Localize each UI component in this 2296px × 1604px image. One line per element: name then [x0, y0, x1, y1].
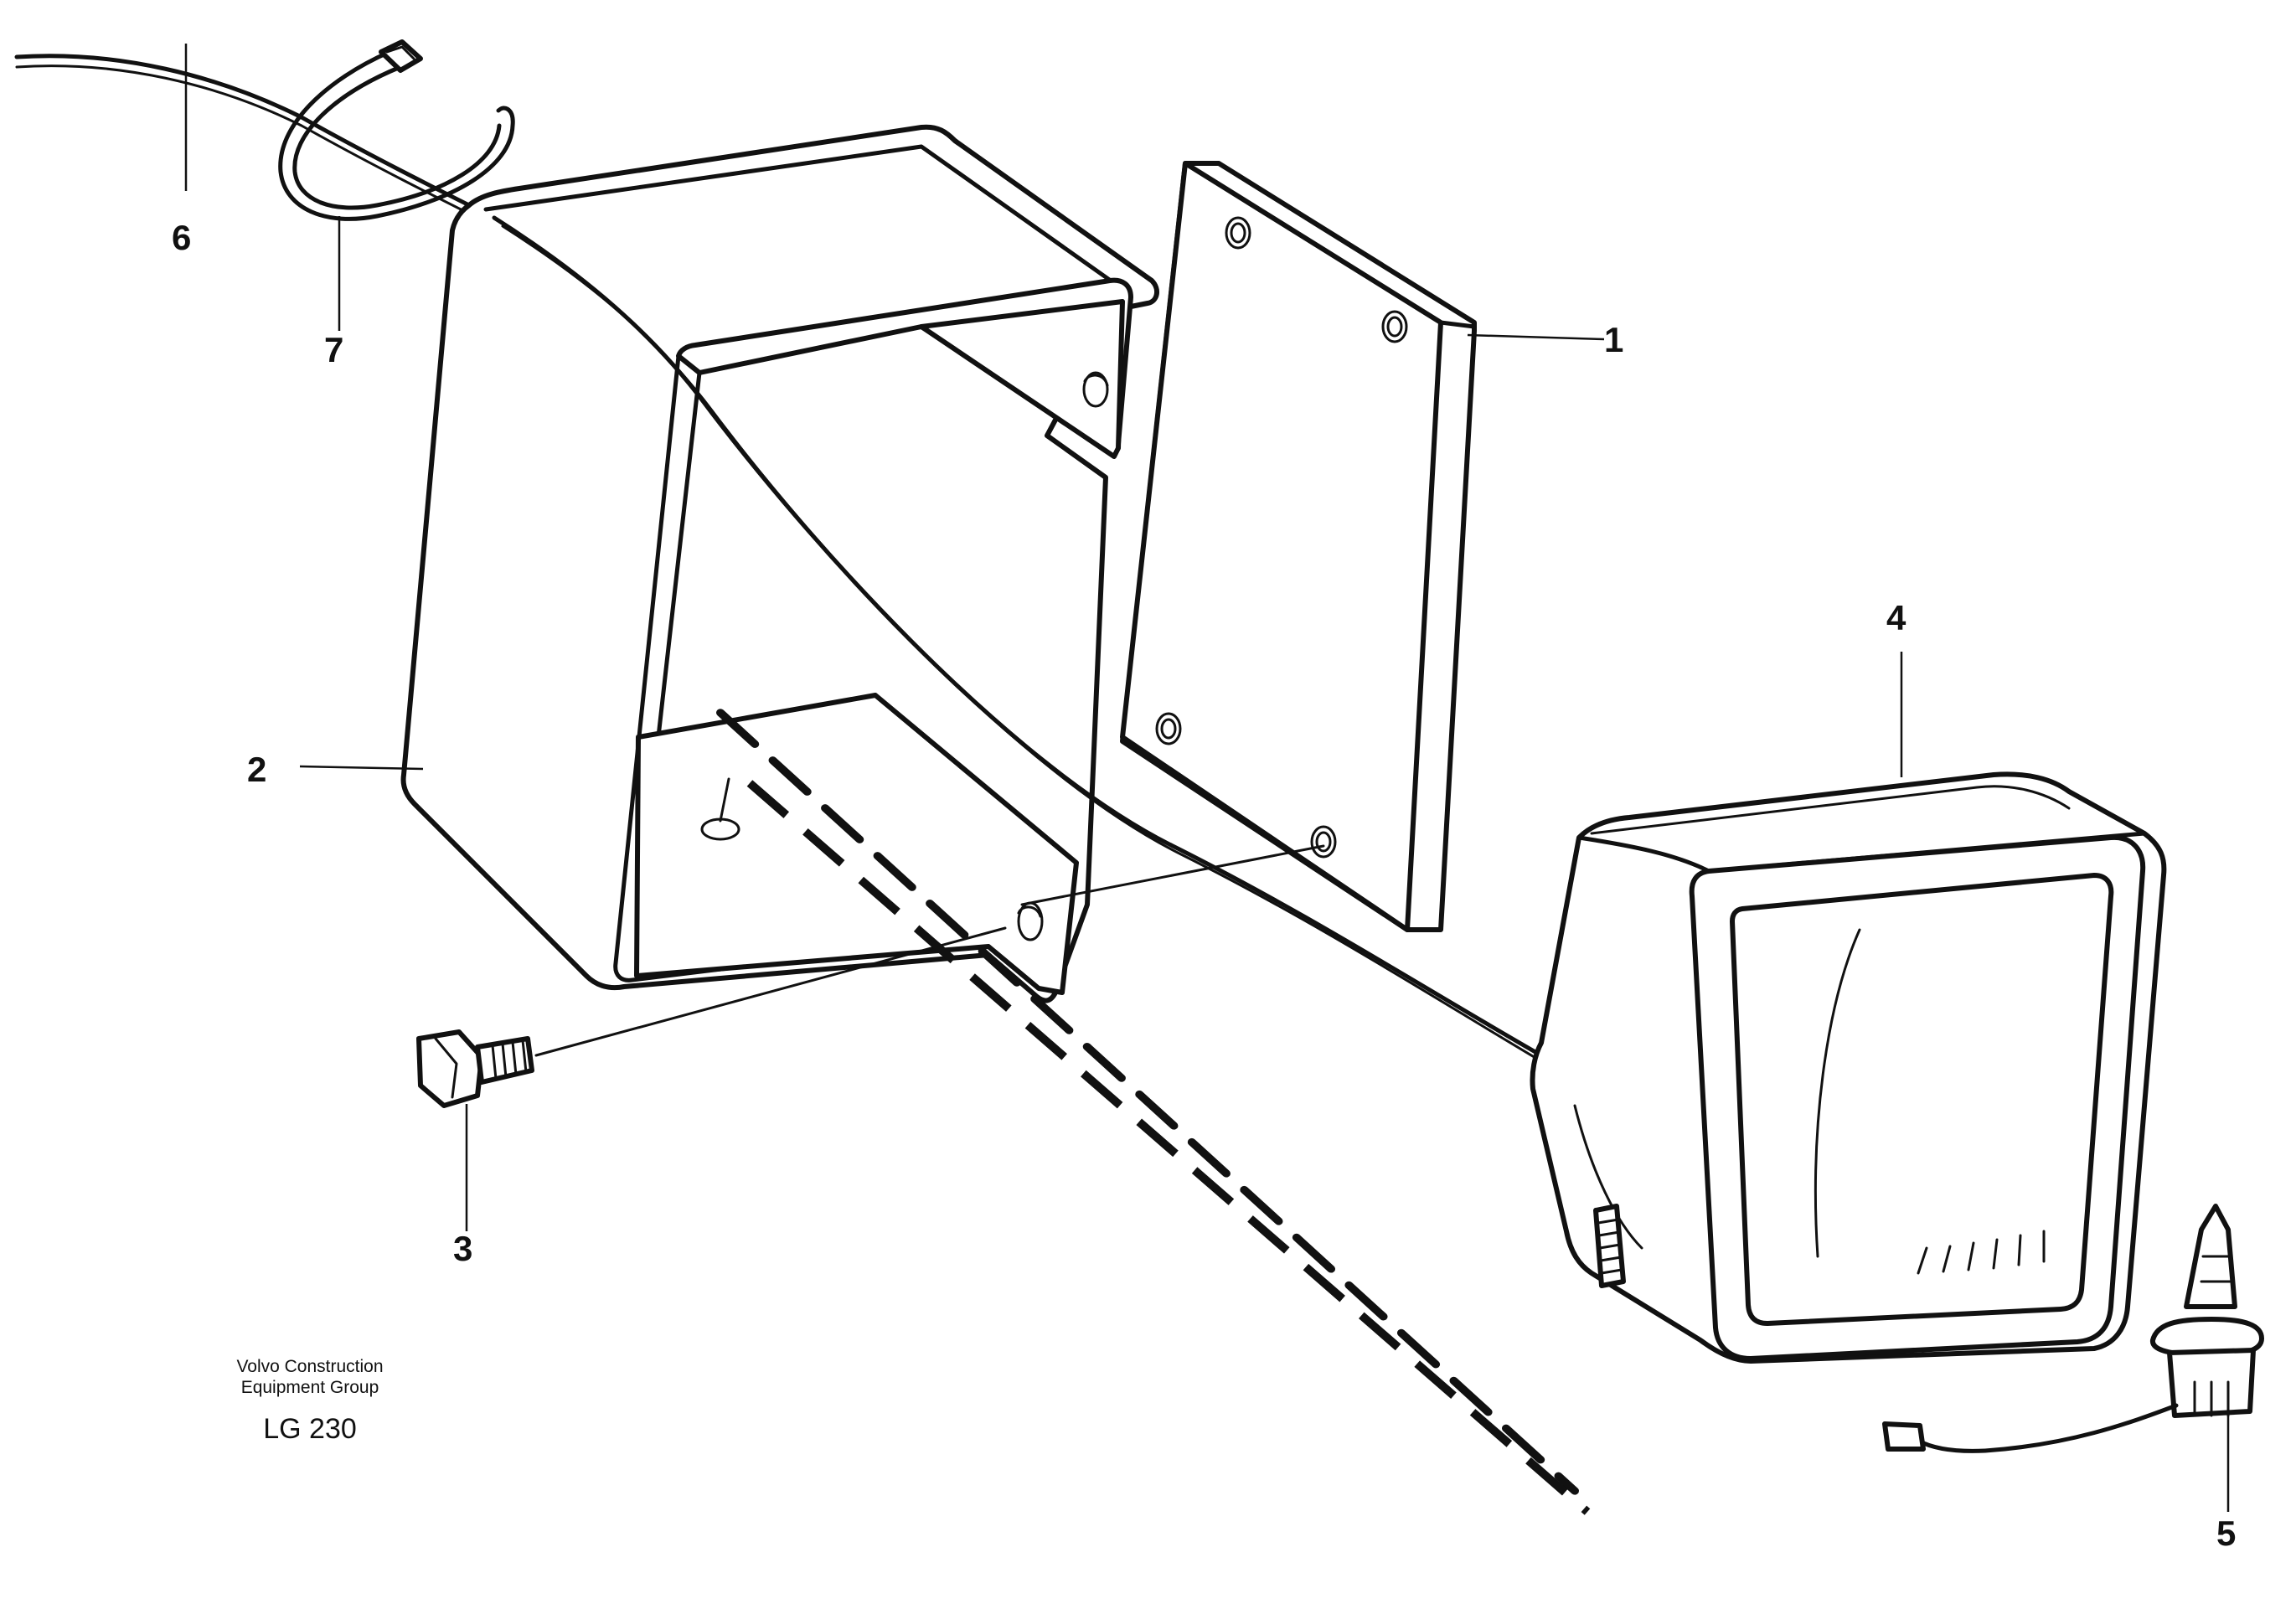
drawing-code: LG 230 — [263, 1413, 357, 1445]
caption-block: Volvo Construction Equipment Group LG 23… — [236, 1357, 383, 1445]
assembly-axis-lines — [534, 709, 1579, 1495]
callout-7: 7 — [324, 330, 343, 369]
callout-5: 5 — [2216, 1514, 2236, 1553]
company-name-line1: Volvo Construction — [236, 1357, 383, 1376]
bracket — [400, 124, 1159, 1003]
callout-3: 3 — [453, 1229, 472, 1268]
dashed-centerline — [746, 780, 1591, 1515]
callout-2: 2 — [247, 750, 266, 789]
leader-lines — [184, 44, 2230, 1512]
bolt — [416, 1029, 534, 1108]
cable-tie — [278, 39, 515, 221]
work-lamp — [1530, 771, 2167, 1364]
mounting-plate — [1120, 161, 1477, 932]
bulb — [1882, 1204, 2264, 1453]
callout-1: 1 — [1604, 320, 1623, 359]
company-name-line2: Equipment Group — [241, 1378, 379, 1397]
callout-labels: 1 2 3 4 5 6 7 — [172, 218, 2236, 1553]
wire-harness — [492, 215, 1547, 1065]
callout-6: 6 — [172, 218, 191, 257]
callout-4: 4 — [1886, 598, 1906, 637]
